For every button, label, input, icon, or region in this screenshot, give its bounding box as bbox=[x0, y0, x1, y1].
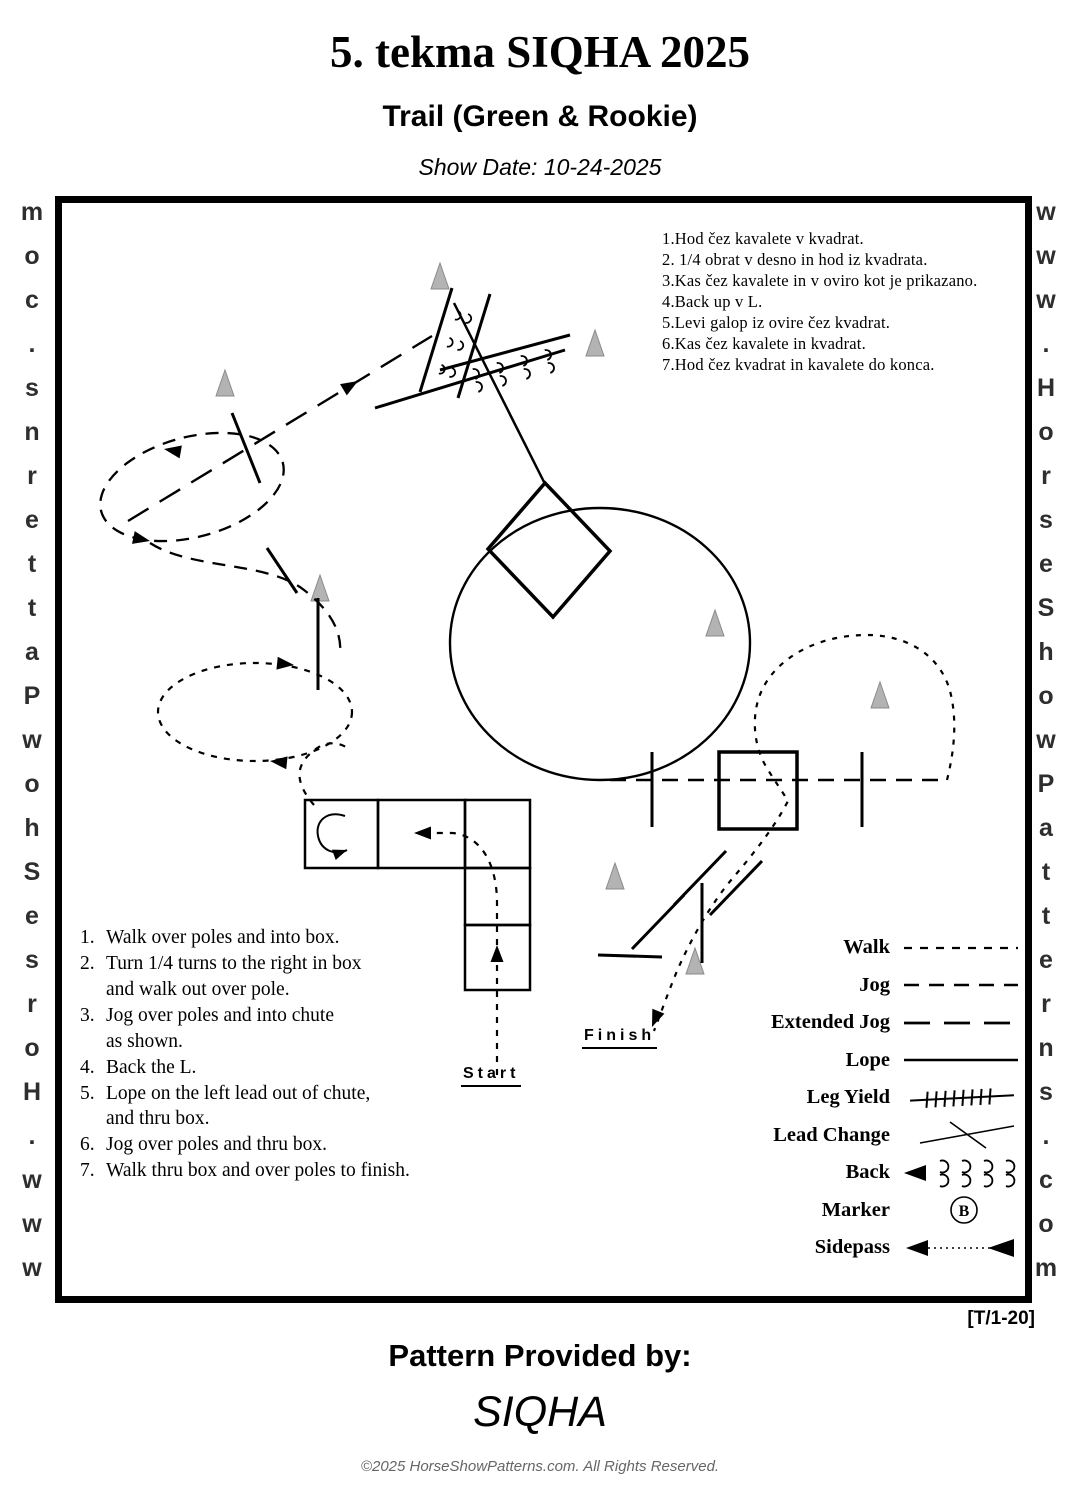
si-instruction-line: 5.Levi galop iz ovire čez kvadrat. bbox=[662, 312, 891, 332]
pattern-code: [T/1-20] bbox=[967, 1308, 1035, 1329]
rotated-square-box bbox=[485, 480, 613, 620]
walk-l-boxes bbox=[303, 798, 532, 992]
extended-jog-line-symbol bbox=[904, 1021, 1018, 1025]
copyright-notice: ©2025 HorseShowPatterns.com. All Rights … bbox=[360, 1458, 720, 1475]
show-date: Show Date: 10-24-2025 bbox=[418, 154, 662, 180]
si-instruction-line: 7.Hod čez kvadrat in kavalete do konca. bbox=[662, 354, 935, 374]
leg-yield-symbol bbox=[910, 1088, 1014, 1108]
lead-change-symbol bbox=[919, 1121, 1015, 1149]
start-label: Start bbox=[461, 1065, 522, 1087]
lope-loop bbox=[448, 506, 752, 782]
pole bbox=[230, 412, 262, 484]
chute-rail bbox=[418, 287, 454, 393]
legend-row-back: Back bbox=[648, 1154, 1020, 1192]
pole bbox=[597, 953, 663, 959]
en-instruction: 6. Jog over poles and thru box. bbox=[80, 1134, 327, 1156]
boxes bbox=[303, 480, 799, 992]
legend-row-leg-yield: Leg Yield bbox=[648, 1079, 1020, 1117]
en-instruction: 1. Walk over poles and into box. bbox=[80, 927, 340, 948]
cone-icon bbox=[310, 573, 330, 602]
finish-label: Finish bbox=[582, 1027, 658, 1049]
si-instruction-line: 3.Kas čez kavalete in v oviro kot je pri… bbox=[662, 270, 978, 290]
legend-row-lope: Lope bbox=[648, 1042, 1020, 1080]
lope-line-symbol bbox=[904, 1058, 1018, 1062]
page-title: 5. tekma SIQHA 2025 bbox=[329, 27, 751, 77]
walk-path-out-of-box bbox=[298, 742, 350, 806]
lope-path-out-of-chute bbox=[452, 302, 547, 485]
direction-arrows bbox=[132, 381, 665, 1027]
gait-paths bbox=[99, 302, 956, 1075]
class-subtitle: Trail (Green & Rookie) bbox=[382, 100, 698, 133]
pole bbox=[630, 893, 686, 951]
gait-legend: Walk Jog Extended Jog Lope bbox=[648, 929, 1020, 1267]
legend-row-walk: Walk bbox=[648, 929, 1020, 967]
cone-icon bbox=[685, 946, 705, 975]
legend-row-jog: Jog bbox=[648, 967, 1020, 1005]
cone-icon bbox=[705, 608, 725, 637]
si-instruction-line: 1.Hod čez kavalete v kvadrat. bbox=[662, 229, 864, 248]
walk-path-start bbox=[417, 831, 499, 1075]
si-instruction-line: 2. 1/4 obrat v desno in hod iz kvadrata. bbox=[662, 249, 928, 269]
walk-loop bbox=[156, 661, 354, 763]
chute-rail bbox=[374, 348, 566, 410]
trail-pattern-diagram bbox=[99, 261, 956, 1075]
instructions-slovenian: 1.Hod čez kavalete v kvadrat. 2. 1/4 obr… bbox=[662, 229, 1022, 376]
provided-by-label: Pattern Provided by: bbox=[388, 1338, 692, 1373]
legend-row-lead-change: Lead Change bbox=[648, 1117, 1020, 1155]
back-curl-marks bbox=[438, 309, 555, 393]
cone-markers bbox=[215, 261, 890, 975]
legend-row-extended-jog: Extended Jog bbox=[648, 1004, 1020, 1042]
pattern-diagram-frame: 1.Hod čez kavalete v kvadrat. 2. 1/4 obr… bbox=[55, 196, 1032, 1303]
marker-letter: B bbox=[959, 1203, 970, 1220]
poles bbox=[230, 287, 864, 963]
legend-row-marker: Marker B bbox=[648, 1192, 1020, 1230]
walk-path-to-finish bbox=[652, 633, 956, 1032]
back-symbol bbox=[904, 1159, 1016, 1188]
pole bbox=[708, 859, 764, 917]
si-instruction-line: 6.Kas čez kavalete in kvadrat. bbox=[662, 333, 866, 353]
chute-rail bbox=[439, 333, 571, 372]
jog-line-symbol bbox=[904, 984, 1018, 987]
cone-icon bbox=[605, 861, 625, 890]
sidepass-symbol bbox=[906, 1238, 1014, 1257]
walk-line-symbol bbox=[904, 946, 1018, 949]
pole bbox=[265, 547, 299, 594]
jog-loop bbox=[99, 431, 285, 543]
instructions-english: 1. Walk over poles and into box. 2. Turn… bbox=[76, 925, 506, 1184]
marker-symbol: B bbox=[950, 1196, 978, 1225]
extended-jog-path bbox=[127, 334, 433, 523]
cone-icon bbox=[215, 368, 235, 397]
quarter-turn-hook bbox=[316, 813, 348, 854]
square-box bbox=[717, 750, 799, 831]
en-instruction: 7. Walk thru box and over poles to finis… bbox=[80, 1160, 410, 1182]
cone-icon bbox=[430, 261, 450, 290]
en-instruction: 5. Lope on the left lead out of chute,an… bbox=[80, 1082, 371, 1130]
cone-icon bbox=[585, 328, 605, 357]
legend-row-sidepass: Sidepass bbox=[648, 1229, 1020, 1267]
en-instruction: 4. Back the L. bbox=[80, 1056, 197, 1078]
provider-name: SIQHA bbox=[473, 1388, 607, 1436]
cone-icon bbox=[870, 680, 890, 709]
si-instruction-line: 4.Back up v L. bbox=[662, 291, 763, 311]
